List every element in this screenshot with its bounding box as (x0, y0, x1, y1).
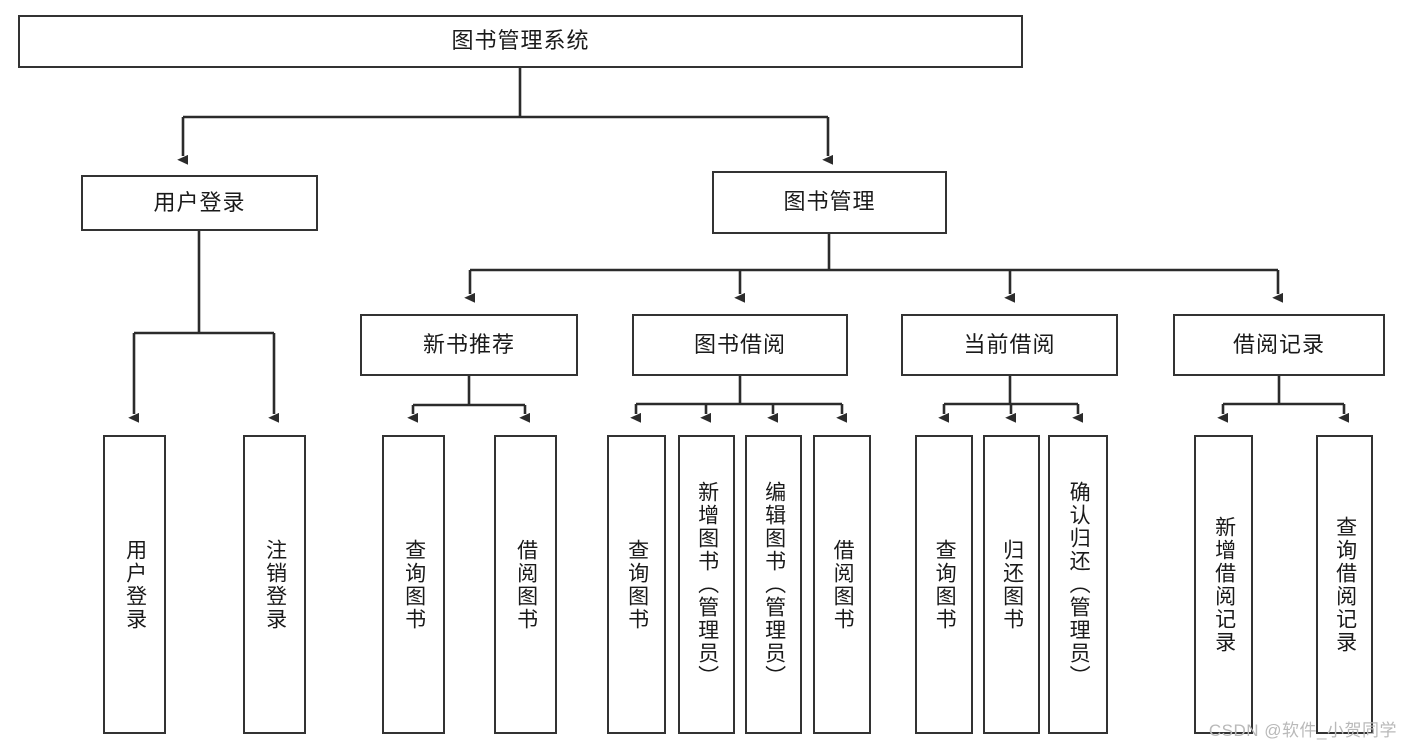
node-new-book-recommend[interactable]: 新书推荐 (360, 314, 578, 376)
node-label: 新增图书（管理员） (695, 481, 719, 688)
leaf-user-login-logout[interactable]: 注销登录 (243, 435, 306, 734)
leaf-current-borrow-query-book[interactable]: 查询图书 (915, 435, 973, 734)
leaf-current-borrow-return-book[interactable]: 归还图书 (983, 435, 1040, 734)
node-borrow-record[interactable]: 借阅记录 (1173, 314, 1385, 376)
node-label: 查询图书 (933, 538, 957, 631)
node-label: 确认归还（管理员） (1067, 481, 1091, 688)
node-label: 归还图书 (1000, 538, 1024, 631)
node-label: 借阅图书 (831, 538, 855, 631)
leaf-book-borrow-edit-book-admin[interactable]: 编辑图书（管理员） (745, 435, 802, 734)
node-label: 借阅记录 (1232, 331, 1325, 357)
leaf-user-login-login[interactable]: 用户登录 (103, 435, 166, 734)
node-label: 新增借阅记录 (1212, 515, 1236, 654)
node-label: 新书推荐 (422, 331, 515, 357)
node-label: 注销登录 (263, 538, 287, 631)
node-label: 图书借阅 (693, 331, 786, 357)
leaf-current-borrow-confirm-return-admin[interactable]: 确认归还（管理员） (1048, 435, 1108, 734)
node-user-login[interactable]: 用户登录 (81, 175, 318, 231)
node-current-borrow[interactable]: 当前借阅 (901, 314, 1118, 376)
node-label: 查询图书 (402, 538, 426, 631)
node-root-book-management-system[interactable]: 图书管理系统 (18, 15, 1023, 68)
node-label: 图书管理系统 (451, 28, 590, 54)
node-label: 查询借阅记录 (1333, 515, 1357, 654)
node-book-management[interactable]: 图书管理 (712, 171, 947, 234)
leaf-new-book-borrow-book[interactable]: 借阅图书 (494, 435, 557, 734)
leaf-borrow-record-add-record[interactable]: 新增借阅记录 (1194, 435, 1253, 734)
node-label: 编辑图书（管理员） (762, 481, 786, 688)
node-label: 用户登录 (123, 538, 147, 631)
node-label: 借阅图书 (514, 538, 538, 631)
leaf-borrow-record-query-record[interactable]: 查询借阅记录 (1316, 435, 1373, 734)
node-label: 查询图书 (625, 538, 649, 631)
leaf-book-borrow-add-book-admin[interactable]: 新增图书（管理员） (678, 435, 735, 734)
leaf-new-book-query-book[interactable]: 查询图书 (382, 435, 445, 734)
leaf-book-borrow-borrow-book[interactable]: 借阅图书 (813, 435, 871, 734)
node-label: 图书管理 (783, 189, 876, 215)
node-label: 当前借阅 (963, 331, 1056, 357)
leaf-book-borrow-query-book[interactable]: 查询图书 (607, 435, 666, 734)
node-book-borrow[interactable]: 图书借阅 (632, 314, 848, 376)
csdn-watermark: CSDN @软件_小贺同学 (1208, 721, 1397, 740)
node-label: 用户登录 (153, 189, 246, 215)
